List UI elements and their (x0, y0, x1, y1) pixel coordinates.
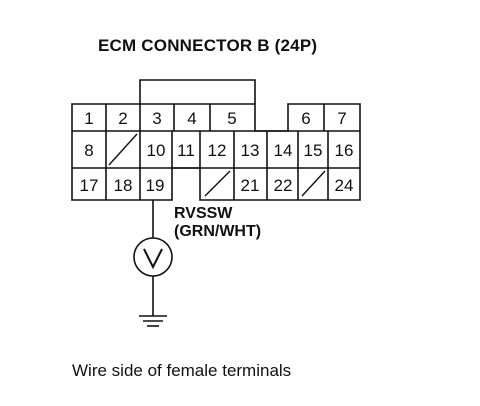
terminal-6: 6 (301, 109, 310, 128)
terminal-7: 7 (337, 109, 346, 128)
terminal-12: 12 (208, 141, 227, 160)
diagram-caption: Wire side of female terminals (72, 361, 292, 380)
empty-cavity-23 (301, 170, 326, 197)
terminal-18: 18 (114, 176, 133, 195)
terminal-5: 5 (227, 109, 236, 128)
ground-icon (139, 315, 167, 327)
terminal-22: 22 (274, 176, 293, 195)
terminal-10: 10 (147, 141, 166, 160)
terminal-8: 8 (84, 141, 93, 160)
terminal-1: 1 (84, 109, 93, 128)
terminal-13: 13 (241, 141, 260, 160)
terminal-21: 21 (241, 176, 260, 195)
terminal-3: 3 (152, 109, 161, 128)
voltmeter-symbol (143, 248, 163, 270)
empty-cavity-20 (204, 170, 231, 197)
empty-cavity-9 (108, 133, 138, 166)
voltmeter-icon (133, 237, 173, 277)
wire-label: RVSSW (GRN/WHT) (174, 205, 261, 241)
terminal-15: 15 (304, 141, 323, 160)
diagram-title: ECM CONNECTOR B (24P) (98, 36, 318, 55)
terminal-16: 16 (335, 141, 354, 160)
terminal-4: 4 (187, 109, 196, 128)
terminal-24: 24 (335, 176, 354, 195)
terminal-11: 11 (177, 141, 195, 160)
terminal-17: 17 (80, 176, 99, 195)
terminal-14: 14 (274, 141, 293, 160)
wire-signal-name: RVSSW (174, 205, 233, 222)
connector-key-tab (139, 79, 256, 104)
wire-color: (GRN/WHT) (174, 223, 262, 240)
terminal-19: 19 (146, 176, 165, 195)
terminal-2: 2 (118, 109, 127, 128)
